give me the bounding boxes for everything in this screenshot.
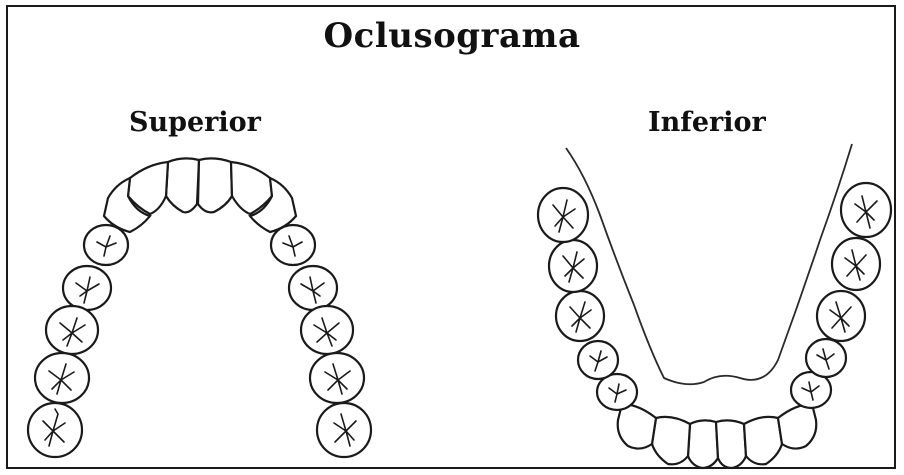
upper-first-molar-right <box>46 306 98 354</box>
lower-lateral-incisor-left <box>744 417 782 464</box>
lower-central-incisor-left <box>716 420 746 468</box>
upper-central-incisor-left <box>198 158 232 212</box>
lower-canine-left <box>778 404 816 449</box>
upper-first-molar-left <box>301 306 353 354</box>
lower-canine-right <box>618 404 656 449</box>
lower-lateral-incisor-right <box>652 417 690 464</box>
upper-arch <box>28 158 371 457</box>
lower-central-incisor-right <box>688 420 718 468</box>
upper-central-incisor-right <box>166 158 199 212</box>
lower-arch <box>538 144 891 468</box>
